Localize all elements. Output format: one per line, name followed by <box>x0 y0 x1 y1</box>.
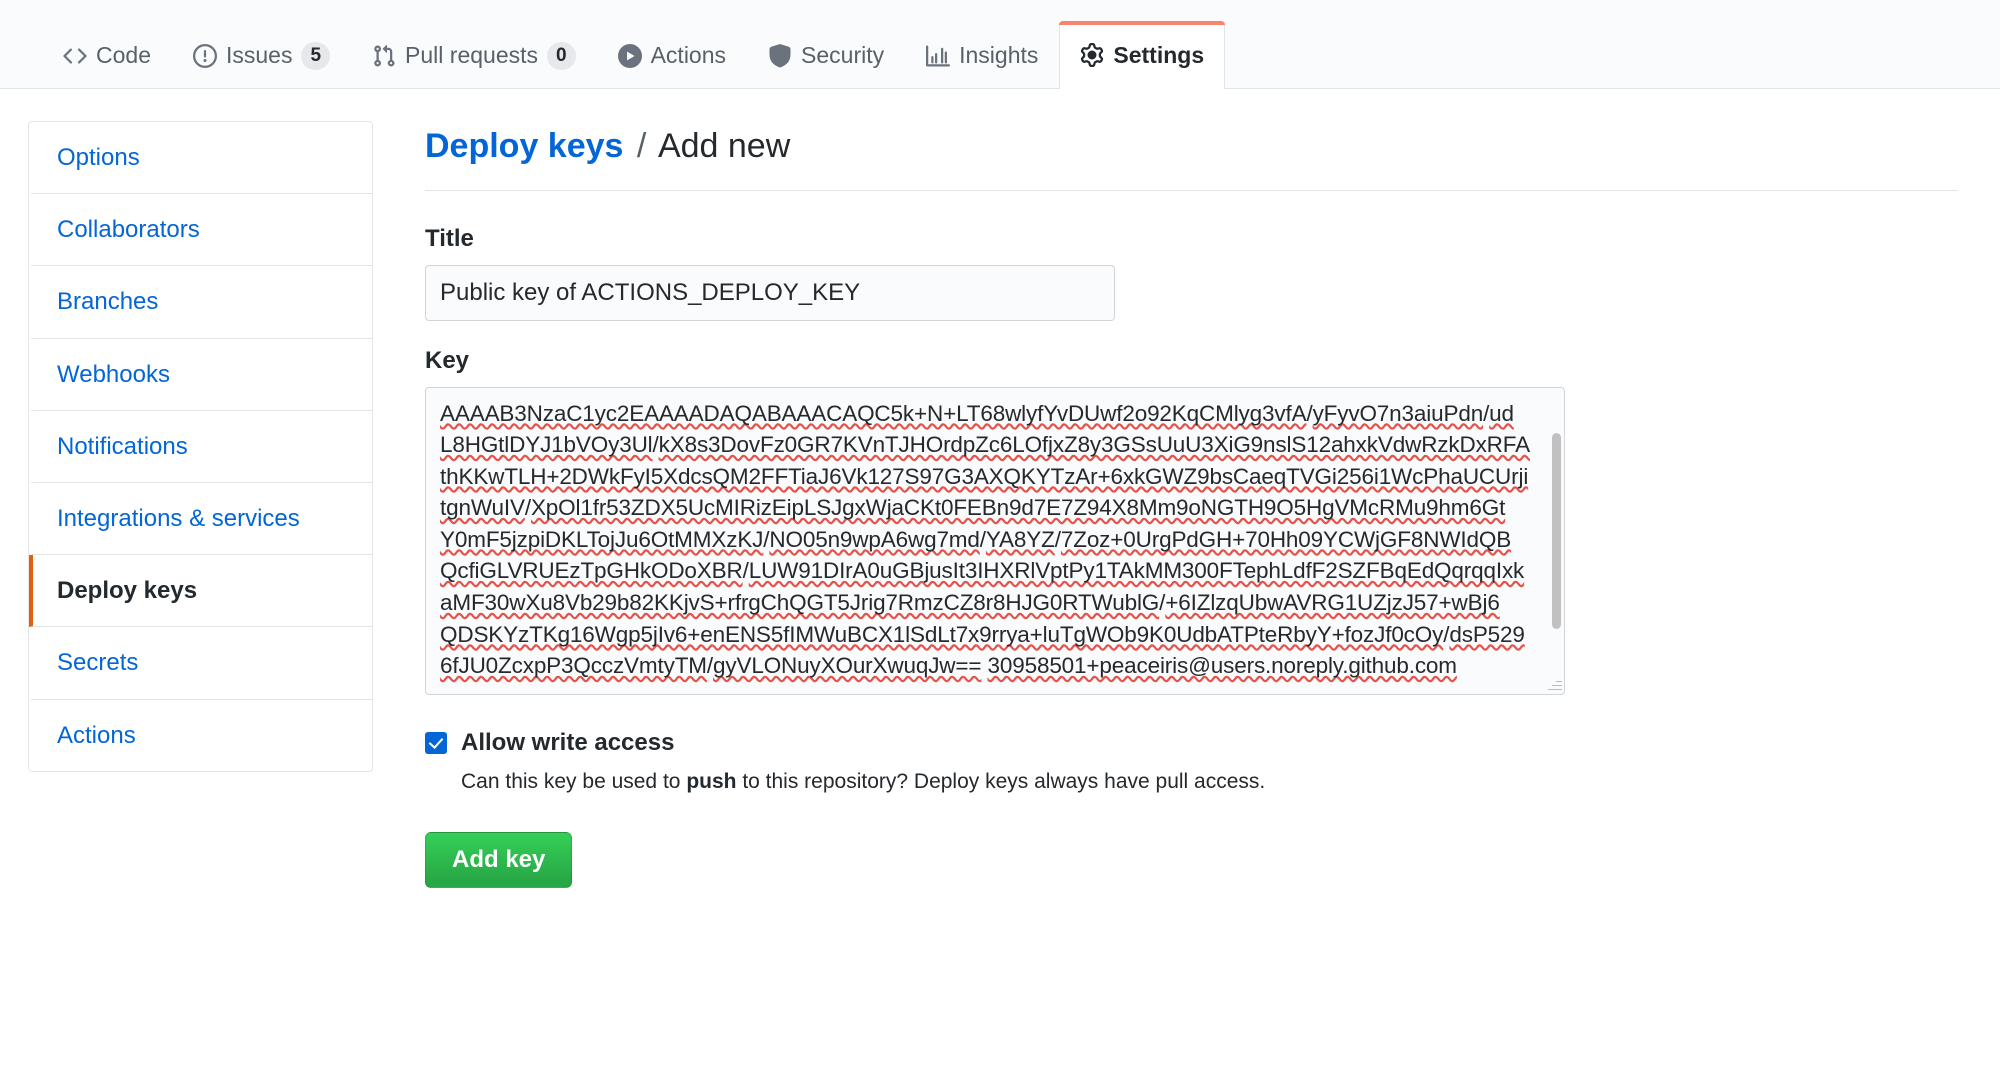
tab-label: Settings <box>1113 41 1205 68</box>
tab-pull-requests[interactable]: Pull requests 0 <box>351 21 597 89</box>
issue-opened-icon <box>192 43 217 68</box>
allow-write-access-note: Can this key be used to push to this rep… <box>461 767 1958 796</box>
key-scrollbar-track[interactable] <box>1549 388 1563 674</box>
title-input[interactable] <box>425 264 1115 321</box>
allow-write-access-row[interactable]: Allow write access <box>425 729 1958 757</box>
sidebar-item-branches[interactable]: Branches <box>29 266 372 339</box>
breadcrumb: Deploy keys / Add new <box>425 125 1958 191</box>
repository-nav: Code Issues 5 Pull requests 0 Actions Se… <box>0 0 2000 89</box>
tab-settings[interactable]: Settings <box>1059 21 1226 89</box>
breadcrumb-separator: / <box>636 127 647 165</box>
key-textarea[interactable]: AAAAB3NzaC1yc2EAAAADAQABAAACAQC5k+N+LT68… <box>440 400 1530 679</box>
sidebar-item-integrations[interactable]: Integrations & services <box>29 482 372 556</box>
breadcrumb-current: Add new <box>657 127 791 165</box>
sidebar-item-notifications[interactable]: Notifications <box>29 410 372 483</box>
tab-label: Security <box>801 42 885 68</box>
code-icon <box>63 44 87 68</box>
key-scrollbar-thumb[interactable] <box>1552 432 1561 629</box>
sidebar-item-deploy-keys[interactable]: Deploy keys <box>29 555 372 628</box>
tab-label: Issues <box>225 42 293 68</box>
sidebar-item-actions[interactable]: Actions <box>29 699 372 771</box>
note-strong: push <box>686 769 737 793</box>
graph-icon <box>926 44 951 68</box>
main-content: Deploy keys / Add new Title Key AAAAB3Nz… <box>425 121 1958 888</box>
add-key-button[interactable]: Add key <box>425 831 573 888</box>
key-label: Key <box>425 346 470 374</box>
shield-icon <box>768 43 792 68</box>
tab-label: Pull requests <box>405 42 539 68</box>
sidebar-item-collaborators[interactable]: Collaborators <box>29 194 372 267</box>
tab-security[interactable]: Security <box>747 21 905 89</box>
note-suffix: to this repository? Deploy keys always h… <box>736 769 1266 793</box>
settings-sidebar: Options Collaborators Branches Webhooks … <box>28 121 373 772</box>
sidebar-item-secrets[interactable]: Secrets <box>29 627 372 700</box>
tab-label: Actions <box>650 42 727 68</box>
gear-icon <box>1080 43 1104 67</box>
allow-write-access-label: Allow write access <box>461 728 675 756</box>
tab-actions[interactable]: Actions <box>597 21 747 89</box>
play-icon <box>617 43 642 68</box>
breadcrumb-link-deploy-keys[interactable]: Deploy keys <box>425 127 624 165</box>
tab-insights[interactable]: Insights <box>905 21 1059 89</box>
title-label: Title <box>425 224 474 252</box>
tab-label: Code <box>96 42 151 68</box>
issues-counter: 5 <box>301 41 331 70</box>
key-field-block: Key AAAAB3NzaC1yc2EAAAADAQABAAACAQC5k+N+… <box>425 347 1958 695</box>
key-textarea-wrapper[interactable]: AAAAB3NzaC1yc2EAAAADAQABAAACAQC5k+N+LT68… <box>425 386 1565 695</box>
resize-handle-icon[interactable] <box>1546 676 1562 692</box>
tab-code[interactable]: Code <box>42 21 172 89</box>
tab-issues[interactable]: Issues 5 <box>172 21 351 89</box>
git-pull-request-icon <box>372 44 396 68</box>
sidebar-item-webhooks[interactable]: Webhooks <box>29 338 372 411</box>
page-body: Options Collaborators Branches Webhooks … <box>0 89 2000 888</box>
sidebar-item-options[interactable]: Options <box>29 122 372 195</box>
tab-label: Insights <box>959 42 1039 68</box>
pull-requests-counter: 0 <box>547 41 576 70</box>
allow-write-access-checkbox[interactable] <box>425 731 447 754</box>
title-field-block: Title <box>425 225 1958 321</box>
note-prefix: Can this key be used to <box>461 769 687 793</box>
